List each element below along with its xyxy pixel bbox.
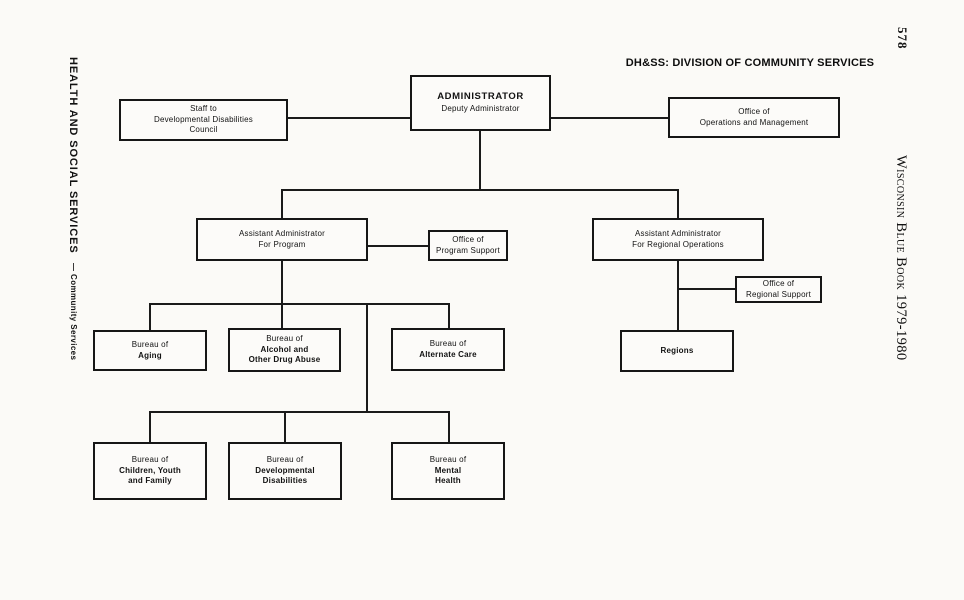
connector-line bbox=[448, 411, 450, 442]
box-line: Office of bbox=[452, 234, 484, 244]
org-box-bureau-aging: Bureau of Aging bbox=[93, 330, 207, 371]
box-line: Bureau of bbox=[266, 454, 304, 464]
org-box-administrator: ADMINISTRATOR Deputy Administrator bbox=[410, 75, 551, 131]
org-box-office-operations: Office of Operations and Management bbox=[668, 97, 840, 138]
box-line: Deputy Administrator bbox=[441, 104, 520, 113]
connector-line bbox=[288, 117, 410, 119]
connector-line bbox=[281, 261, 283, 328]
box-line: Bureau of bbox=[131, 339, 169, 349]
connector-line bbox=[281, 189, 679, 191]
connector-line bbox=[149, 303, 151, 330]
org-box-bureau-alcohol: Bureau of Alcohol and Other Drug Abuse bbox=[228, 328, 341, 372]
left-margin-subtitle: — Community Services bbox=[69, 263, 78, 361]
box-line: Bureau of bbox=[131, 454, 169, 464]
box-line: Bureau of bbox=[429, 338, 467, 348]
box-line: Office of bbox=[738, 106, 770, 116]
box-line: Disabilities bbox=[262, 476, 308, 486]
org-box-office-program-support: Office of Program Support bbox=[428, 230, 508, 261]
box-line: Mental bbox=[434, 465, 462, 475]
org-box-asst-admin-program: Assistant Administrator For Program bbox=[196, 218, 368, 261]
connector-line bbox=[149, 411, 151, 442]
connector-line bbox=[366, 303, 368, 413]
left-margin-title: HEALTH AND SOCIAL SERVICES bbox=[67, 57, 79, 254]
org-box-bureau-children: Bureau of Children, Youth and Family bbox=[93, 442, 207, 500]
box-line: Developmental Disabilities bbox=[153, 114, 254, 124]
connector-line bbox=[149, 411, 450, 413]
org-box-asst-admin-regional: Assistant Administrator For Regional Ope… bbox=[592, 218, 764, 261]
page-number: 578 bbox=[895, 27, 910, 50]
box-line: Bureau of bbox=[429, 454, 467, 464]
connector-line bbox=[368, 245, 428, 247]
connector-line bbox=[284, 411, 286, 442]
box-line: Operations and Management bbox=[699, 117, 809, 127]
org-box-staff-dd-council: Staff to Developmental Disabilities Coun… bbox=[119, 99, 288, 141]
org-box-bureau-mental-health: Bureau of Mental Health bbox=[391, 442, 505, 500]
box-line: Assistant Administrator bbox=[635, 228, 721, 238]
connector-line bbox=[281, 189, 283, 218]
org-box-bureau-developmental: Bureau of Developmental Disabilities bbox=[228, 442, 342, 500]
org-box-regions: Regions bbox=[620, 330, 734, 372]
box-line: Regions bbox=[660, 345, 694, 355]
box-line: Other Drug Abuse bbox=[248, 355, 321, 365]
box-line: Regional Support bbox=[745, 289, 812, 299]
book-title: Wisconsin Blue Book 1979-1980 bbox=[893, 155, 909, 361]
connector-line bbox=[448, 303, 450, 328]
box-line: Aging bbox=[138, 350, 162, 360]
connector-line bbox=[677, 189, 679, 218]
org-box-bureau-alternate-care: Bureau of Alternate Care bbox=[391, 328, 505, 371]
box-line: Health bbox=[435, 476, 461, 486]
box-line: For Program bbox=[258, 239, 306, 249]
box-line: Alternate Care bbox=[419, 349, 477, 359]
connector-line bbox=[677, 261, 679, 330]
left-margin-heading: HEALTH AND SOCIAL SERVICES — Community S… bbox=[64, 57, 82, 360]
connector-line bbox=[677, 288, 735, 290]
org-box-office-regional-support: Office of Regional Support bbox=[735, 276, 822, 303]
connector-line bbox=[479, 131, 481, 190]
box-line: Assistant Administrator bbox=[239, 228, 325, 238]
box-line: ADMINISTRATOR bbox=[437, 91, 524, 103]
box-line: Program Support bbox=[436, 245, 500, 255]
box-line: Developmental bbox=[255, 465, 315, 475]
connector-line bbox=[149, 303, 450, 305]
box-line: Alcohol and bbox=[260, 344, 309, 354]
connector-line bbox=[551, 117, 668, 119]
chart-title: DH&SS: DIVISION OF COMMUNITY SERVICES bbox=[625, 57, 875, 69]
box-line: and Family bbox=[128, 476, 172, 486]
box-line: Council bbox=[189, 125, 218, 135]
box-line: Office of bbox=[762, 278, 795, 288]
box-line: Staff to bbox=[190, 103, 217, 113]
box-line: Children, Youth bbox=[119, 465, 181, 475]
box-line: For Regional Operations bbox=[632, 239, 724, 249]
box-line: Bureau of bbox=[266, 333, 303, 343]
